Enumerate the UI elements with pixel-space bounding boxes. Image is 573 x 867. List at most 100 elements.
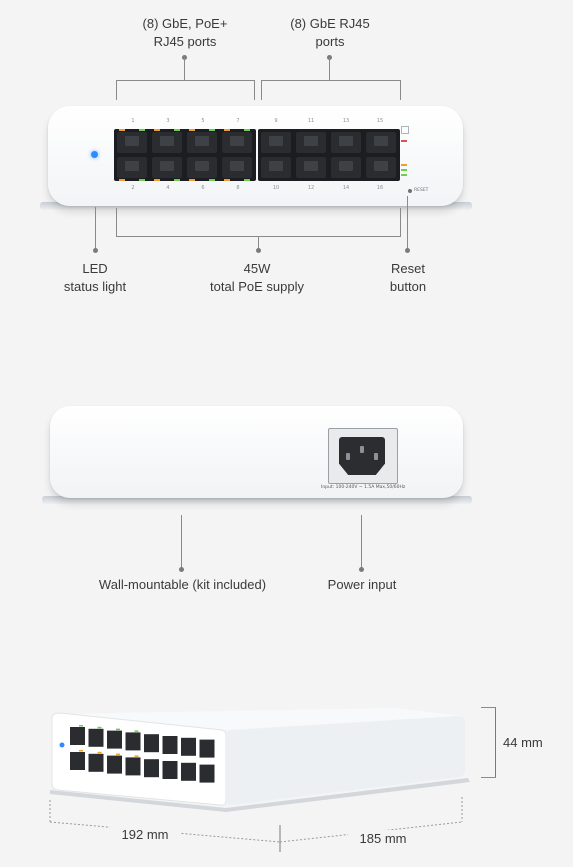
height-dimension-line	[495, 707, 496, 777]
callout-led: LED status light	[63, 261, 127, 294]
port-led	[116, 753, 120, 756]
dimension-width: 192 mm	[110, 826, 180, 844]
status-led	[91, 151, 98, 158]
port-number: 15	[376, 118, 384, 124]
rj45-port	[296, 132, 326, 153]
port-number: 8	[236, 185, 240, 191]
rj45-port	[331, 157, 361, 178]
port-led	[116, 728, 120, 731]
reset-button[interactable]	[408, 189, 412, 193]
indicator-panel	[401, 126, 409, 182]
port-link-led	[244, 179, 250, 181]
rj45-port	[88, 728, 104, 747]
height-tick	[481, 777, 496, 778]
rj45-port	[366, 132, 396, 153]
bracket-line	[116, 80, 255, 81]
callout-line	[181, 515, 182, 568]
port-poe-led	[224, 129, 230, 131]
port-link-led	[244, 129, 250, 131]
port-poe-led	[154, 179, 160, 181]
port-poe-led	[189, 179, 195, 181]
device-base-shadow	[40, 202, 472, 210]
rj45-port	[187, 157, 217, 178]
rj45-port	[366, 157, 396, 178]
rj45-port	[88, 753, 104, 772]
port-link-led	[139, 129, 145, 131]
power-pin	[346, 453, 350, 460]
port-link-led	[209, 129, 215, 131]
port-link-led	[139, 179, 145, 181]
rj45-port	[199, 764, 215, 783]
port-link-led	[174, 129, 180, 131]
port-link-led	[174, 179, 180, 181]
port-number: 9	[274, 118, 278, 124]
rj45-port	[117, 132, 147, 153]
rj45-port	[117, 157, 147, 178]
rj45-port	[187, 132, 217, 153]
port-number: 13	[342, 118, 350, 124]
port-poe-led	[154, 129, 160, 131]
callout-line	[258, 236, 259, 249]
port-led	[134, 755, 139, 757]
callout-poe-supply: 45W total PoE supply	[210, 261, 304, 294]
port-led	[97, 726, 102, 729]
port-led	[134, 730, 139, 732]
callout-dot	[179, 567, 184, 572]
dimension-height: 44 mm	[503, 735, 543, 750]
bracket-line	[400, 208, 401, 236]
reset-label: RESET	[414, 188, 429, 193]
callout-power-input: Power input	[327, 577, 397, 592]
rj45-port	[199, 739, 215, 758]
rj45-port	[70, 727, 85, 745]
port-number: 5	[201, 118, 205, 124]
port-link-led	[209, 179, 215, 181]
port-led	[79, 750, 83, 752]
device-base-shadow	[42, 496, 472, 504]
rj45-port	[261, 157, 291, 178]
rj45-port	[144, 734, 159, 753]
rj45-port	[331, 132, 361, 153]
power-pin	[360, 446, 364, 453]
rj45-port	[162, 736, 178, 754]
rj45-port	[107, 755, 122, 774]
rj45-port	[125, 732, 141, 751]
callout-wall-mount: Wall-mountable (kit included)	[98, 577, 267, 592]
bracket-line	[261, 80, 400, 81]
port-number: 12	[307, 185, 315, 191]
callout-dot	[405, 248, 410, 253]
bracket-line	[254, 80, 255, 100]
port-poe-led	[189, 129, 195, 131]
power-pin	[374, 453, 378, 460]
callout-rj45-ports: (8) GbE RJ45 ports	[290, 16, 370, 49]
port-number: 7	[236, 118, 240, 124]
port-number: 6	[201, 185, 205, 191]
rj45-port	[70, 752, 85, 770]
callout-dot	[256, 248, 261, 253]
rj45-port	[181, 762, 196, 781]
rj45-port	[296, 157, 326, 178]
port-number: 16	[376, 185, 384, 191]
port-number: 11	[307, 118, 315, 124]
port-poe-led	[119, 129, 125, 131]
rj45-port	[181, 737, 196, 756]
port-number: 14	[342, 185, 350, 191]
rj45-port	[261, 132, 291, 153]
port-number: 4	[166, 185, 170, 191]
rj45-port	[144, 759, 159, 778]
bracket-line	[116, 80, 117, 100]
dimension-depth: 185 mm	[348, 830, 418, 848]
callout-line	[361, 515, 362, 568]
callout-line	[329, 57, 330, 80]
port-number: 10	[272, 185, 280, 191]
rj45-port	[125, 757, 141, 776]
callout-line	[407, 196, 408, 249]
port-led	[79, 725, 83, 727]
callout-poe-ports: (8) GbE, PoE+ RJ45 ports	[142, 16, 228, 49]
port-number: 3	[166, 118, 170, 124]
port-poe-led	[119, 179, 125, 181]
rj45-port	[152, 132, 182, 153]
callout-dot	[93, 248, 98, 253]
rj45-port	[162, 761, 178, 779]
